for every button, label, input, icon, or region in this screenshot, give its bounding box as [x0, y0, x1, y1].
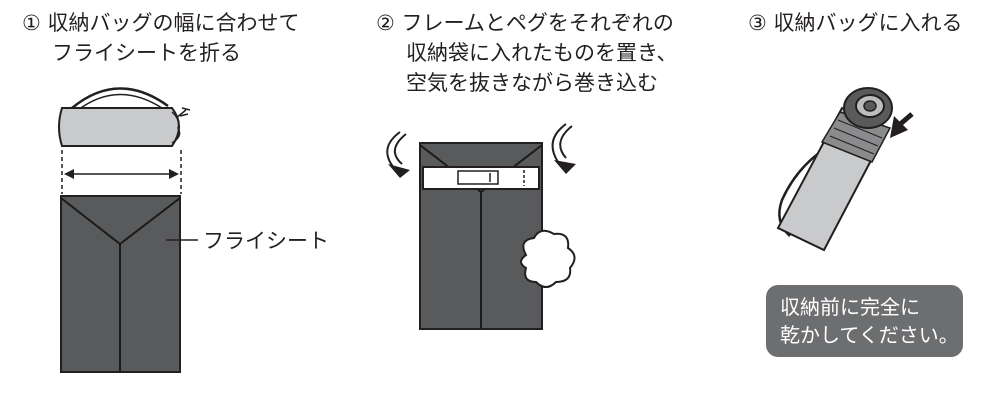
step-1-line-2: フライシートを折る [52, 41, 241, 65]
step-1-instruction: ① 収納バッグの幅に合わせて フライシートを折る [22, 8, 300, 68]
step-3-line-1: ③ 収納バッグに入れる [748, 8, 963, 38]
callout-line-2: 乾かしてください。 [780, 323, 959, 347]
fly-sheet-rolling [419, 142, 543, 330]
step-2-line-1: ② フレームとペグをそれぞれの [376, 8, 678, 38]
insert-arrow-icon [890, 112, 914, 138]
dry-before-storage-callout: 収納前に完全に 乾かしてください。 [766, 285, 963, 357]
callout-line-1: 収納前に完全に [780, 295, 920, 319]
step-3-number: ③ [748, 11, 767, 35]
step-1-text-1: 収納バッグの幅に合わせて [47, 11, 300, 35]
fly-sheet-folded [60, 195, 198, 373]
step-2-text-1: フレームとペグをそれぞれの [401, 11, 674, 35]
step-3-text-1: 収納バッグに入れる [773, 11, 963, 35]
fly-sheet-label: フライシート [203, 229, 329, 253]
step-2-line-2: 収納袋に入れたものを置き、 [406, 41, 678, 65]
step-1-line-1: ① 収納バッグの幅に合わせて [22, 8, 300, 38]
step-3-instruction: ③ 収納バッグに入れる [748, 8, 963, 38]
step-2-line-3: 空気を抜きながら巻き込む [406, 71, 658, 95]
step-1-number: ① [22, 11, 41, 35]
step-2-number: ② [376, 11, 395, 35]
width-arrow-icon [61, 150, 182, 194]
step-2-instruction: ② フレームとペグをそれぞれの 収納袋に入れたものを置き、 空気を抜きながら巻き… [376, 8, 678, 98]
air-cloud-icon [520, 229, 576, 288]
storage-bag-insert-icon [776, 87, 893, 252]
storage-bag-icon [58, 87, 191, 147]
fold-arrow-icon [386, 123, 576, 178]
